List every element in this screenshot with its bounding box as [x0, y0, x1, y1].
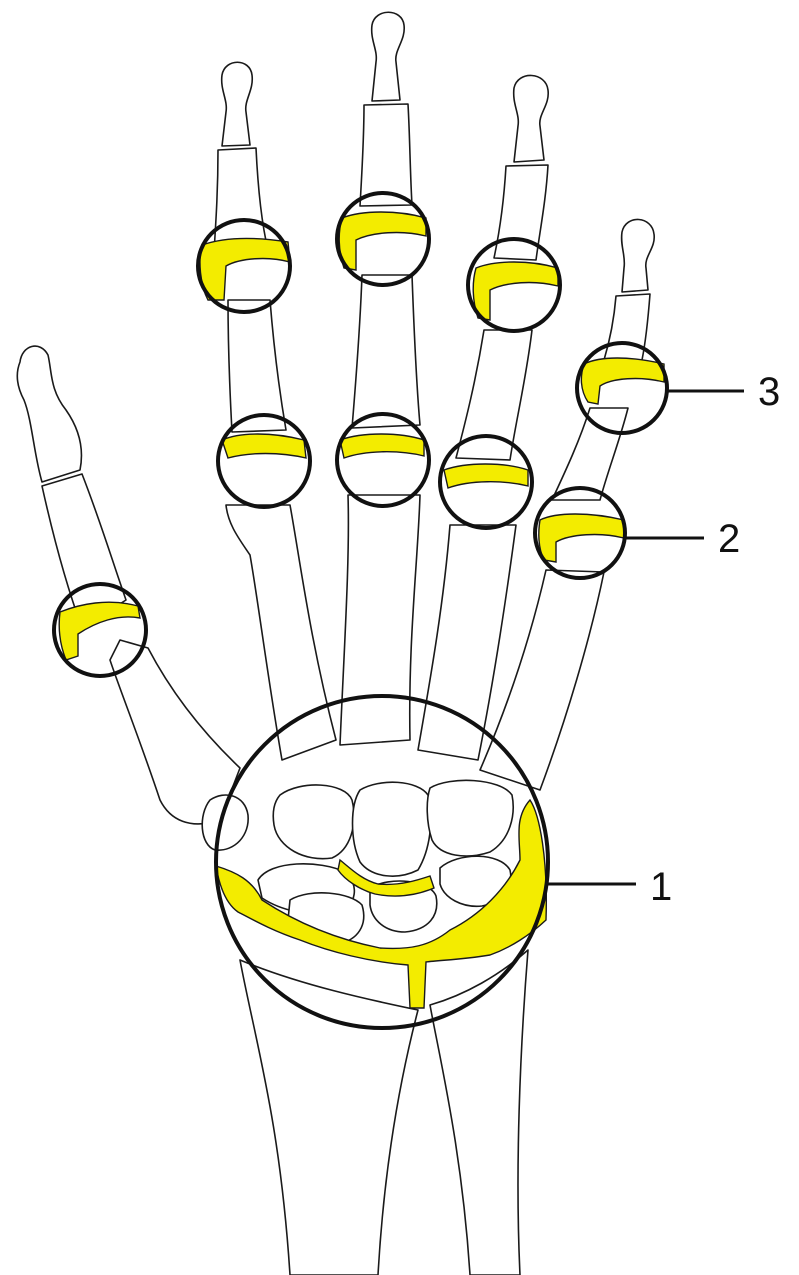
index-metacarpal [226, 505, 336, 760]
middle-distal-phalanx [372, 12, 405, 101]
callout-3-label: 3 [758, 370, 780, 414]
ring-distal-phalanx [514, 75, 549, 162]
index-finger-bones [214, 62, 336, 760]
middle-metacarpal [340, 495, 420, 745]
index-middle-phalanx [214, 148, 268, 252]
little-finger-bones [480, 219, 654, 790]
index-proximal-phalanx [228, 300, 286, 432]
middle-proximal-phalanx [352, 275, 420, 428]
index-distal-phalanx [222, 62, 253, 146]
middle-mcp-joint-circle [337, 414, 429, 506]
index-pip-joint-space [200, 238, 290, 300]
thumb-distal-phalanx [17, 346, 81, 482]
thumb-bones [17, 346, 240, 824]
forearm-bones [240, 950, 528, 1275]
middle-pip-joint-space [339, 212, 426, 270]
little-pip-joint-space [539, 514, 624, 562]
middle-middle-phalanx [360, 104, 412, 206]
ring-mcp-joint-space [444, 464, 528, 488]
trapezoid [273, 785, 354, 859]
middle-mcp-joint-space [340, 434, 424, 458]
callout-2-label: 2 [718, 517, 740, 561]
callout-1-label: 1 [650, 865, 672, 909]
ulna [240, 960, 418, 1275]
ring-pip-joint-space [473, 262, 558, 320]
middle-finger-bones [340, 12, 420, 745]
capitate [353, 782, 431, 876]
little-dip-joint-space [581, 358, 664, 404]
hamate [427, 780, 513, 856]
little-distal-phalanx [622, 219, 655, 292]
index-mcp-joint-space [222, 434, 306, 458]
